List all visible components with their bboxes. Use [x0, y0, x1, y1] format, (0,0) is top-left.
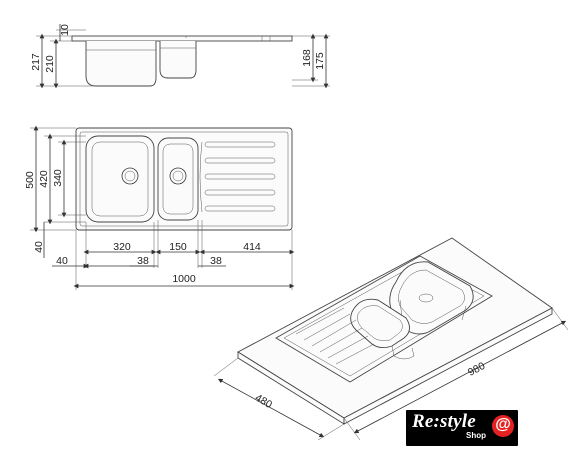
main-drain [121, 167, 139, 185]
drainer-grooves [199, 141, 276, 213]
iso-main-bowl [389, 261, 474, 335]
restyle-shop-logo: Re:style Shop @ [406, 410, 518, 446]
top-view-small-bowl [157, 137, 199, 221]
isometric-view: 980 480 [213, 237, 569, 441]
dim-bowl-height-side: 210 [44, 55, 56, 73]
cart-badge-icon: @ [492, 415, 514, 437]
dim-drainer-width: 414 [243, 241, 261, 253]
dim-right-a: 168 [301, 49, 313, 67]
dim-bowl-height: 340 [52, 169, 64, 187]
dim-inner-height: 420 [38, 170, 50, 188]
top-view: 500 420 340 40 320 150 414 40 38 38 [24, 125, 295, 290]
top-view-main-bowl [85, 135, 155, 223]
dim-small-bowl-width: 150 [169, 241, 187, 253]
dim-right-b: 175 [314, 52, 326, 70]
dim-cutout-length: 980 [466, 360, 487, 379]
dim-gap-left: 38 [137, 255, 149, 267]
side-view-deck [71, 35, 293, 42]
dim-overall-height: 500 [24, 171, 36, 189]
dim-margin-bottom: 40 [33, 241, 45, 253]
dim-total-height: 217 [30, 53, 42, 71]
dim-overall-width: 1000 [172, 273, 196, 285]
logo-badge-glyph: @ [495, 416, 511, 433]
side-view-main-bowl [85, 41, 157, 87]
logo-subtext: Shop [466, 431, 486, 440]
small-drain [169, 167, 187, 185]
side-view: 10 217 210 168 175 [30, 24, 330, 89]
dim-gap-right: 38 [210, 255, 222, 267]
dim-main-bowl-width: 320 [113, 241, 131, 253]
logo-wordmark: Re:style [412, 411, 476, 432]
dim-lip: 10 [59, 24, 71, 36]
dim-margin-left: 40 [56, 255, 68, 267]
side-view-small-bowl [159, 41, 197, 79]
